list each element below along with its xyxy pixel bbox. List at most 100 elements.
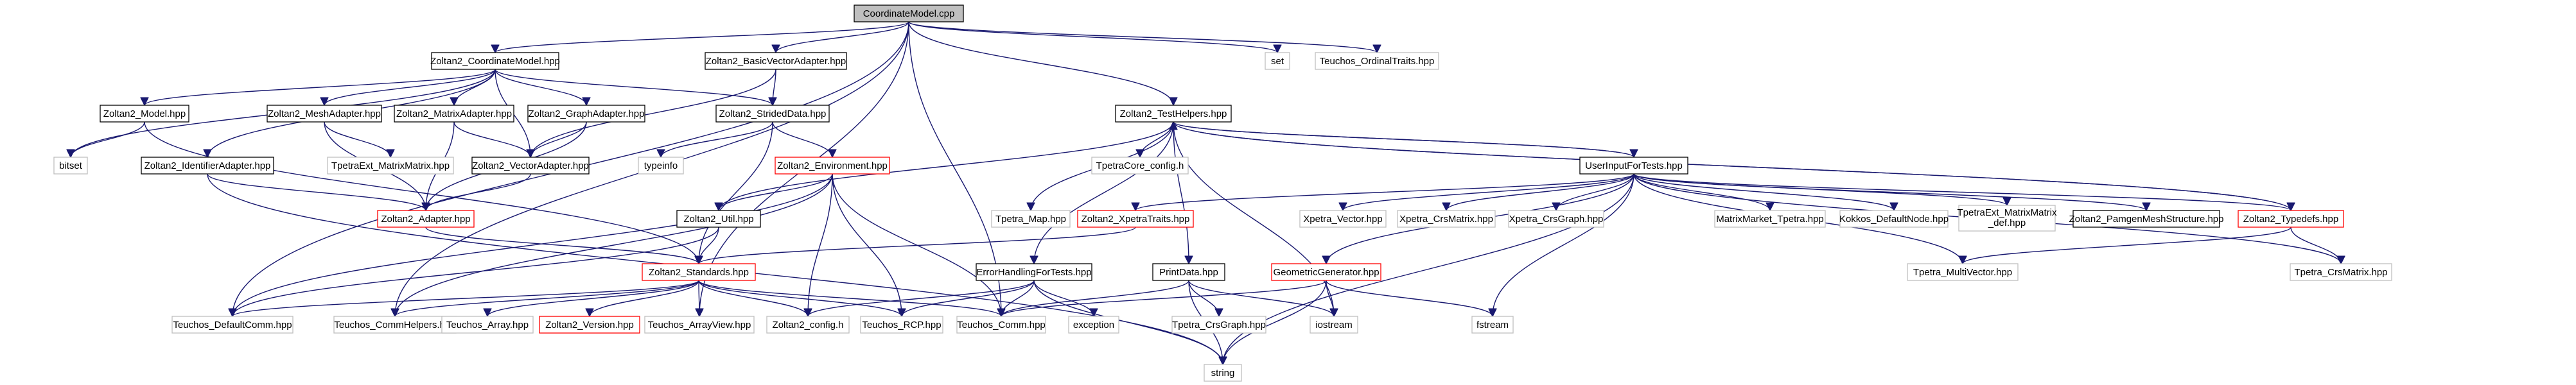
node-label: Zoltan2_XpetraTraits.hpp — [1082, 214, 1190, 225]
node-graphadapter[interactable]: Zoltan2_GraphAdapter.hpp — [527, 105, 645, 123]
node-fstream[interactable]: fstream — [1471, 316, 1514, 334]
node-config[interactable]: Zoltan2_config.h — [766, 316, 850, 334]
node-meshadapter[interactable]: Zoltan2_MeshAdapter.hpp — [267, 105, 382, 123]
node-standards[interactable]: Zoltan2_Standards.hpp — [642, 263, 756, 281]
node-arrayview[interactable]: Teuchos_ArrayView.hpp — [644, 316, 755, 334]
node-matrixmarket[interactable]: MatrixMarket_Tpetra.hpp — [1714, 210, 1826, 228]
node-label: Teuchos_CommHelpers.hpp — [334, 320, 455, 330]
node-version[interactable]: Zoltan2_Version.hpp — [539, 316, 640, 334]
edge-strideddata-to-standards — [699, 121, 773, 264]
node-box — [1397, 210, 1496, 228]
node-label: Kokkos_DefaultNode.hpp — [1839, 214, 1949, 225]
node-label: Tpetra_Map.hpp — [995, 214, 1066, 225]
node-box — [1958, 205, 2056, 232]
node-bitset[interactable]: bitset — [53, 157, 88, 175]
edge-xpetratraits-to-standards — [699, 227, 1136, 264]
node-label: CoordinateModel.cpp — [863, 8, 955, 19]
node-tpetra-crsmatrix[interactable]: Tpetra_CrsMatrix.hpp — [2290, 263, 2392, 281]
node-errorhandling[interactable]: ErrorHandlingForTests.hpp — [976, 263, 1092, 281]
edge-environment-to-defaultcomm — [232, 173, 833, 316]
node-label: Teuchos_ArrayView.hpp — [648, 320, 751, 330]
node-pamgen[interactable]: Zoltan2_PamgenMeshStructure.hpp — [2069, 210, 2224, 228]
node-defaultcomm[interactable]: Teuchos_DefaultComm.hpp — [171, 316, 294, 334]
node-box — [1310, 316, 1358, 334]
node-util[interactable]: Zoltan2_Util.hpp — [676, 210, 761, 228]
node-tpetraext-mm[interactable]: TpetraExt_MatrixMatrix.hpp — [327, 157, 454, 175]
node-xpetratraits[interactable]: Zoltan2_XpetraTraits.hpp — [1077, 210, 1194, 228]
edge-identifieradapter-to-adapter — [207, 173, 426, 211]
node-label: ErrorHandlingForTests.hpp — [976, 267, 1091, 278]
node-label: Zoltan2_BasicVectorAdapter.hpp — [706, 56, 846, 67]
node-box — [1171, 316, 1266, 334]
edge-graphadapter-to-vectoradapter — [530, 121, 587, 158]
node-box — [441, 316, 534, 334]
node-box — [2072, 210, 2220, 228]
node-exception[interactable]: exception — [1068, 316, 1119, 334]
edge-testhelpers-to-errorhandling — [1034, 121, 1174, 264]
node-rcp[interactable]: Teuchos_RCP.hpp — [860, 316, 943, 334]
edge-testhelpers-to-printdata — [1173, 121, 1189, 264]
node-label: Zoltan2_VectorAdapter.hpp — [472, 160, 589, 171]
node-strideddata[interactable]: Zoltan2_StridedData.hpp — [715, 105, 830, 123]
node-tpetra-map[interactable]: Tpetra_Map.hpp — [991, 210, 1071, 228]
edge-environment-to-rcp — [832, 173, 902, 316]
node-coordmodel[interactable]: Zoltan2_CoordinateModel.hpp — [430, 52, 560, 70]
edge-coordmodel-to-meshadapter — [324, 69, 496, 106]
edge-vectoradapter-to-adapter — [426, 173, 531, 211]
node-label: Zoltan2_IdentifierAdapter.hpp — [145, 160, 271, 171]
node-label: Teuchos_DefaultComm.hpp — [173, 320, 292, 330]
node-coord-cpp[interactable]: CoordinateModel.cpp — [854, 4, 964, 22]
node-matrixadapter[interactable]: Zoltan2_MatrixAdapter.hpp — [394, 105, 514, 123]
node-userinput[interactable]: UserInputForTests.hpp — [1579, 157, 1688, 175]
node-xpetra-crsgraph[interactable]: Xpetra_CrsGraph.hpp — [1508, 210, 1604, 228]
node-environment[interactable]: Zoltan2_Environment.hpp — [775, 157, 890, 175]
node-kokkos[interactable]: Kokkos_DefaultNode.hpp — [1839, 210, 1949, 228]
node-label: Zoltan2_TestHelpers.hpp — [1120, 108, 1227, 119]
node-xpetra-crsmatrix[interactable]: Xpetra_CrsMatrix.hpp — [1397, 210, 1496, 228]
node-label: Tpetra_CrsGraph.hpp — [1172, 320, 1266, 330]
node-tpetra-multivector[interactable]: Tpetra_MultiVector.hpp — [1907, 263, 2019, 281]
node-typeinfo[interactable]: typeinfo — [638, 157, 684, 175]
node-box — [267, 105, 382, 123]
edge-standards-to-config — [698, 280, 808, 317]
node-box — [705, 52, 847, 70]
node-adapter[interactable]: Zoltan2_Adapter.hpp — [377, 210, 475, 228]
node-model[interactable]: Zoltan2_Model.hpp — [100, 105, 189, 123]
node-label: UserInputForTests.hpp — [1585, 160, 1683, 171]
node-ordinaltraits[interactable]: Teuchos_OrdinalTraits.hpp — [1315, 52, 1439, 70]
node-box — [775, 157, 890, 175]
node-label: Teuchos_Array.hpp — [446, 320, 529, 330]
node-xpetra-vector[interactable]: Xpetra_Vector.hpp — [1299, 210, 1387, 228]
node-box — [1471, 316, 1514, 334]
edge-typedefs-to-tpetra-multivector — [1963, 227, 2291, 264]
node-tpetraext-def[interactable]: TpetraExt_MatrixMatrix_def.hpp — [1957, 205, 2057, 232]
node-geomgen[interactable]: GeometricGenerator.hpp — [1271, 263, 1381, 281]
node-iostream[interactable]: iostream — [1310, 316, 1358, 334]
node-label: GeometricGenerator.hpp — [1273, 267, 1379, 278]
node-box — [991, 210, 1071, 228]
graph-nodes: CoordinateModel.cppZoltan2_CoordinateMod… — [53, 4, 2392, 382]
edge-meshadapter-to-tpetraext-mm — [324, 121, 390, 158]
node-basicvec[interactable]: Zoltan2_BasicVectorAdapter.hpp — [705, 52, 847, 70]
node-box — [1839, 210, 1949, 228]
node-label: Zoltan2_PamgenMeshStructure.hpp — [2069, 214, 2224, 225]
node-box — [715, 105, 830, 123]
node-typedefs[interactable]: Zoltan2_Typedefs.hpp — [2238, 210, 2344, 228]
node-printdata[interactable]: PrintData.hpp — [1152, 263, 1225, 281]
node-testhelpers[interactable]: Zoltan2_TestHelpers.hpp — [1115, 105, 1232, 123]
node-comm[interactable]: Teuchos_Comm.hpp — [956, 316, 1046, 334]
node-string[interactable]: string — [1204, 364, 1242, 382]
node-tpetracore[interactable]: TpetraCore_config.h — [1091, 157, 1189, 175]
edge-userinput-to-testhelpers — [1173, 121, 1634, 158]
edge-coord-cpp-to-set — [908, 21, 1277, 53]
node-vectoradapter[interactable]: Zoltan2_VectorAdapter.hpp — [471, 157, 590, 175]
node-tpetra-crsgraph[interactable]: Tpetra_CrsGraph.hpp — [1171, 316, 1266, 334]
edge-strideddata-to-environment — [772, 121, 832, 158]
node-identifieradapter[interactable]: Zoltan2_IdentifierAdapter.hpp — [141, 157, 274, 175]
node-commhelpers[interactable]: Teuchos_CommHelpers.hpp — [333, 316, 457, 334]
node-array[interactable]: Teuchos_Array.hpp — [441, 316, 534, 334]
node-box — [1579, 157, 1688, 175]
edge-standards-to-version — [590, 280, 699, 317]
node-set[interactable]: set — [1265, 52, 1290, 70]
